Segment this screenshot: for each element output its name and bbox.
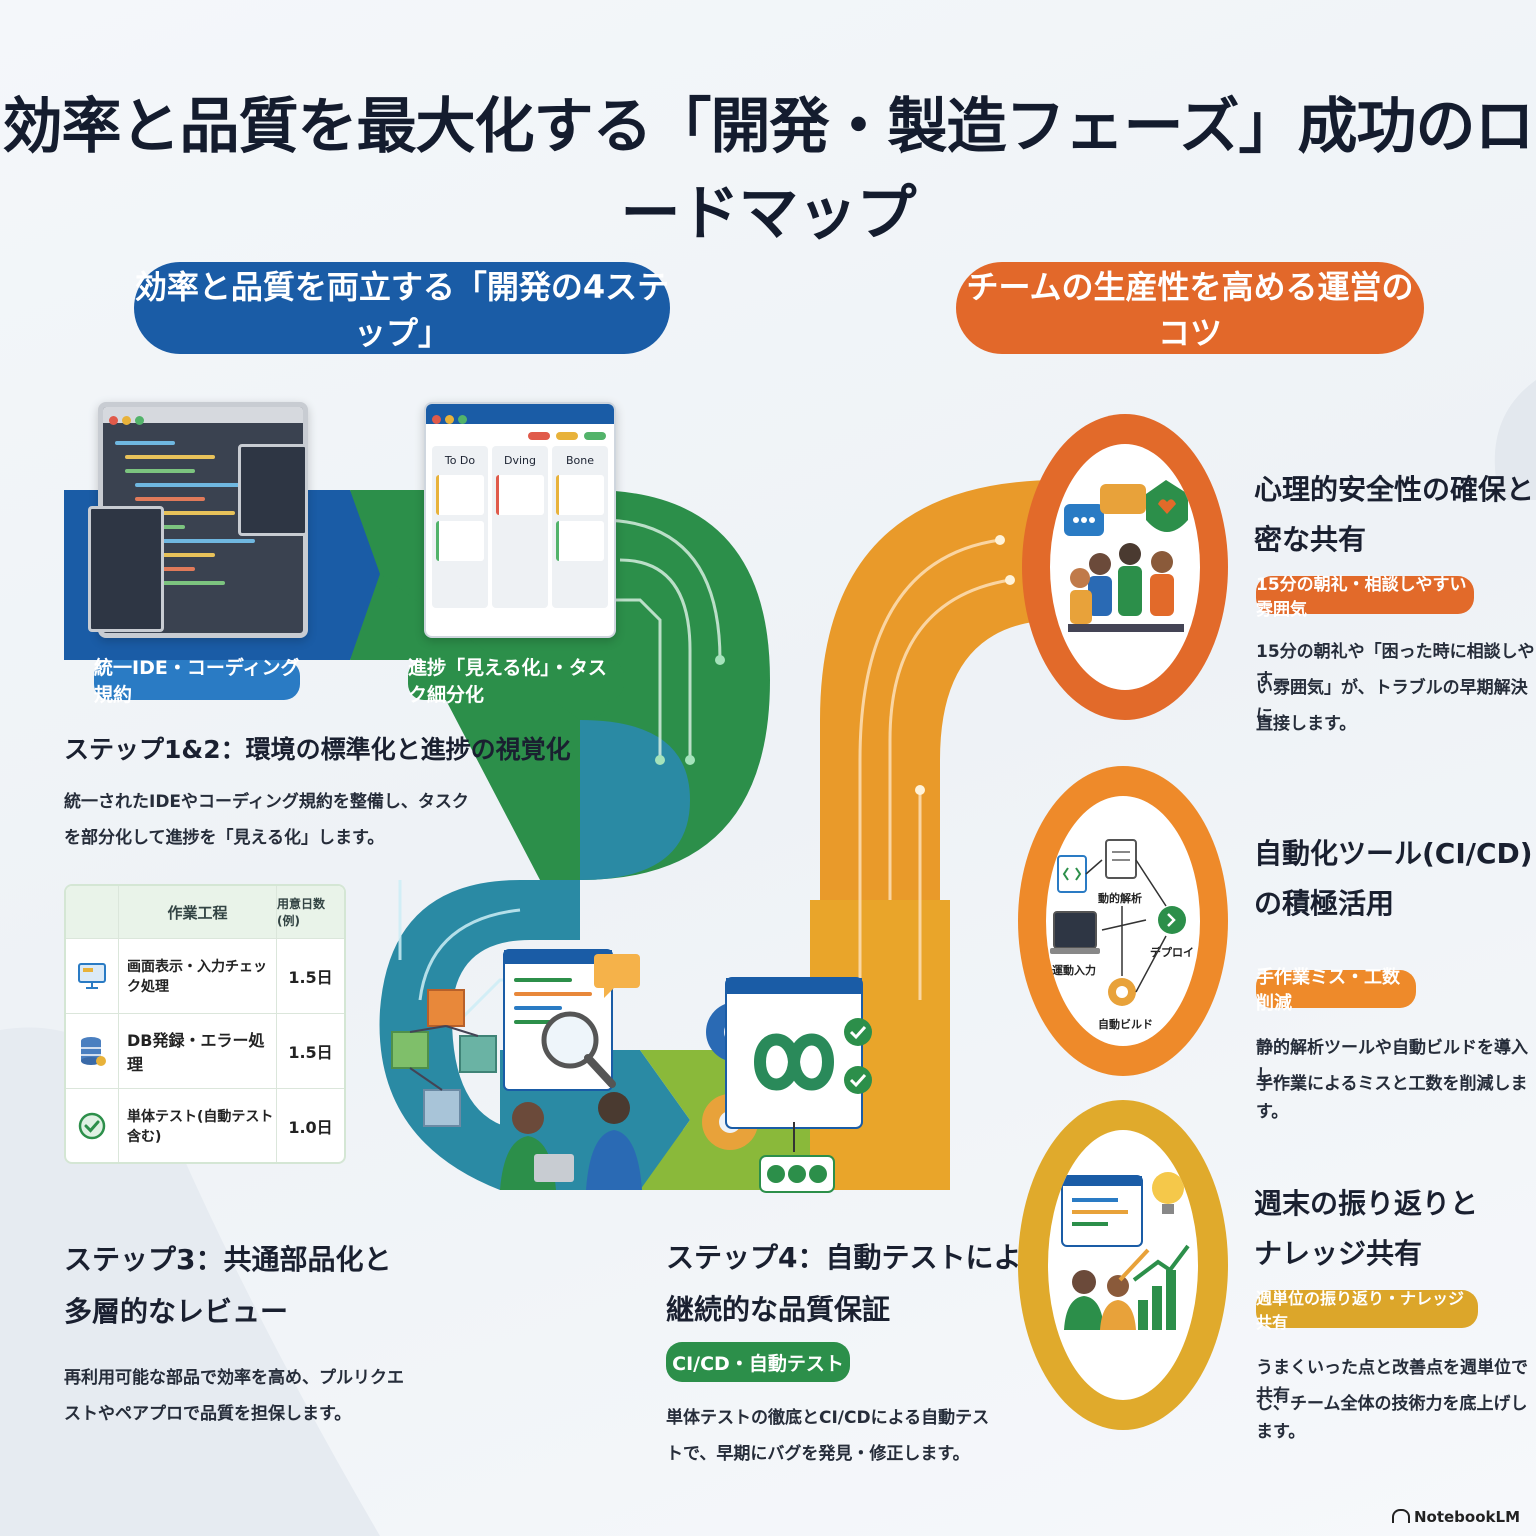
code-review-illustration — [391, 949, 642, 1190]
kanban-column-done: Bone — [565, 454, 594, 467]
ide-laptop-illustration — [88, 402, 308, 638]
diagram-label-build: 自動ビルド — [1098, 1017, 1153, 1031]
tip3-body-line2: し、チーム全体の技術力を底上げします。 — [1256, 1394, 1528, 1443]
table-cell-task: 画面表示・入力チェック処理 — [118, 939, 276, 1013]
step3-body-line2: ストやペアプロで品質を担保します。 — [64, 1404, 352, 1424]
table-cell-days: 1.0日 — [276, 1089, 344, 1162]
table-cell-task: 単体テスト(自動テスト含む) — [118, 1089, 276, 1162]
watermark-text: NotebookLM — [1413, 1508, 1520, 1526]
tip2-illustration: 動的解析 運動入力 デプロイ 自動ビルド — [1046, 796, 1200, 1046]
notebooklm-logo-icon — [1391, 1509, 1410, 1523]
tip1-body-line2: い雰囲気」が、トラブルの早期解決に — [1256, 678, 1528, 727]
tip2-body-line1: 静的解析ツールや自動ビルドを導入し、 — [1256, 1038, 1528, 1087]
tip3-tag: 週単位の振り返り・ナレッジ共有 — [1256, 1289, 1478, 1332]
page-title: 効率と品質を最大化する「開発・製造フェーズ」成功のロードマップ — [2, 92, 1535, 249]
tip3-heading-line1: 週末の振り返りと — [1254, 1187, 1479, 1220]
step3-body-line1: 再利用可能な部品で効率を高め、プルリクエ — [64, 1368, 404, 1388]
table-header-days: 用意日数(例) — [276, 886, 344, 938]
tip2-body-line2: 手作業によるミスと工数を削減します。 — [1256, 1074, 1528, 1123]
step12-body-line2: を部分化して進捗を「見える化」します。 — [64, 828, 385, 848]
tip2-heading-line1: 自動化ツール(CI/CD) — [1254, 837, 1533, 870]
kanban-board-illustration: To Do Dving Bone — [424, 402, 616, 638]
tip1-body-line1: 15分の朝礼や「困った時に相談しやす — [1256, 642, 1535, 691]
ide-tag: 統一IDE・コーディング規約 — [94, 657, 300, 706]
database-icon — [81, 1037, 106, 1066]
diagram-label-analysis: 動的解析 — [1098, 891, 1142, 905]
step12-body-line1: 統一されたIDEやコーディング規約を整備し、タスク — [64, 792, 469, 812]
diagram-label-deploy: デプロイ — [1150, 945, 1194, 959]
tip1-body-line3: 直接します。 — [1256, 714, 1357, 734]
step4-heading-line1: ステップ4：自動テストによる — [666, 1241, 1049, 1274]
kanban-column-todo: To Do — [444, 454, 476, 467]
step4-body-line2: トで、早期にバグを発見・修正します。 — [666, 1444, 970, 1464]
step12-heading: ステップ1&2：環境の標準化と進捗の視覚化 — [64, 735, 571, 764]
step4-body-line1: 単体テストの徹底とCI/CDによる自動テス — [666, 1408, 990, 1428]
tip1-heading-line2: 密な共有 — [1254, 523, 1367, 556]
tip1-heading-line1: 心理的安全性の確保と — [1254, 473, 1535, 506]
table-row: 画面表示・入力チェック処理 1.5日 — [66, 938, 344, 1013]
tip3-illustration — [1048, 1130, 1198, 1400]
work-estimate-table: 作業工程 用意日数(例) 画面表示・入力チェック処理 1.5日 DB発録・エラー… — [64, 884, 346, 1164]
table-header-task: 作業工程 — [118, 886, 276, 938]
development-steps-pill: 効率と品質を両立する「開発の4ステップ」 — [134, 262, 670, 354]
step4-tag: CI/CD・自動テスト — [666, 1342, 850, 1382]
step3-heading-line2: 多層的なレビュー — [64, 1295, 289, 1328]
step3-heading-line1: ステップ3：共通部品化と — [64, 1243, 392, 1276]
tip2-heading-line2: の積極活用 — [1254, 887, 1395, 920]
monitor-icon — [78, 963, 106, 989]
cicd-illustration — [702, 977, 872, 1193]
table-row: DB発録・エラー処理 1.5日 — [66, 1013, 344, 1088]
tip1-tag: 15分の朝礼・相談しやすい雰囲気 — [1256, 575, 1474, 620]
diagram-label-input: 運動入力 — [1052, 963, 1096, 977]
table-cell-days: 1.5日 — [276, 1014, 344, 1088]
notebooklm-watermark: NotebookLM — [1391, 1508, 1520, 1526]
team-tips-pill: チームの生産性を高める運営のコツ — [956, 262, 1424, 354]
tip1-illustration — [1050, 444, 1200, 690]
tip3-body-line1: うまくいった点と改善点を週単位で共有 — [1256, 1358, 1528, 1407]
table-cell-days: 1.5日 — [276, 939, 344, 1013]
check-circle-icon — [78, 1112, 106, 1140]
kanban-column-doing: Dving — [504, 454, 536, 467]
kanban-tag: 進捗「見える化」・タスク細分化 — [408, 657, 624, 706]
tip2-tag: 手作業ミス・工数削減 — [1256, 967, 1416, 1014]
table-cell-task: DB発録・エラー処理 — [118, 1014, 276, 1088]
table-row: 単体テスト(自動テスト含む) 1.0日 — [66, 1088, 344, 1162]
tip3-heading-line2: ナレッジ共有 — [1254, 1237, 1423, 1270]
step4-heading-line2: 継続的な品質保証 — [666, 1293, 891, 1326]
